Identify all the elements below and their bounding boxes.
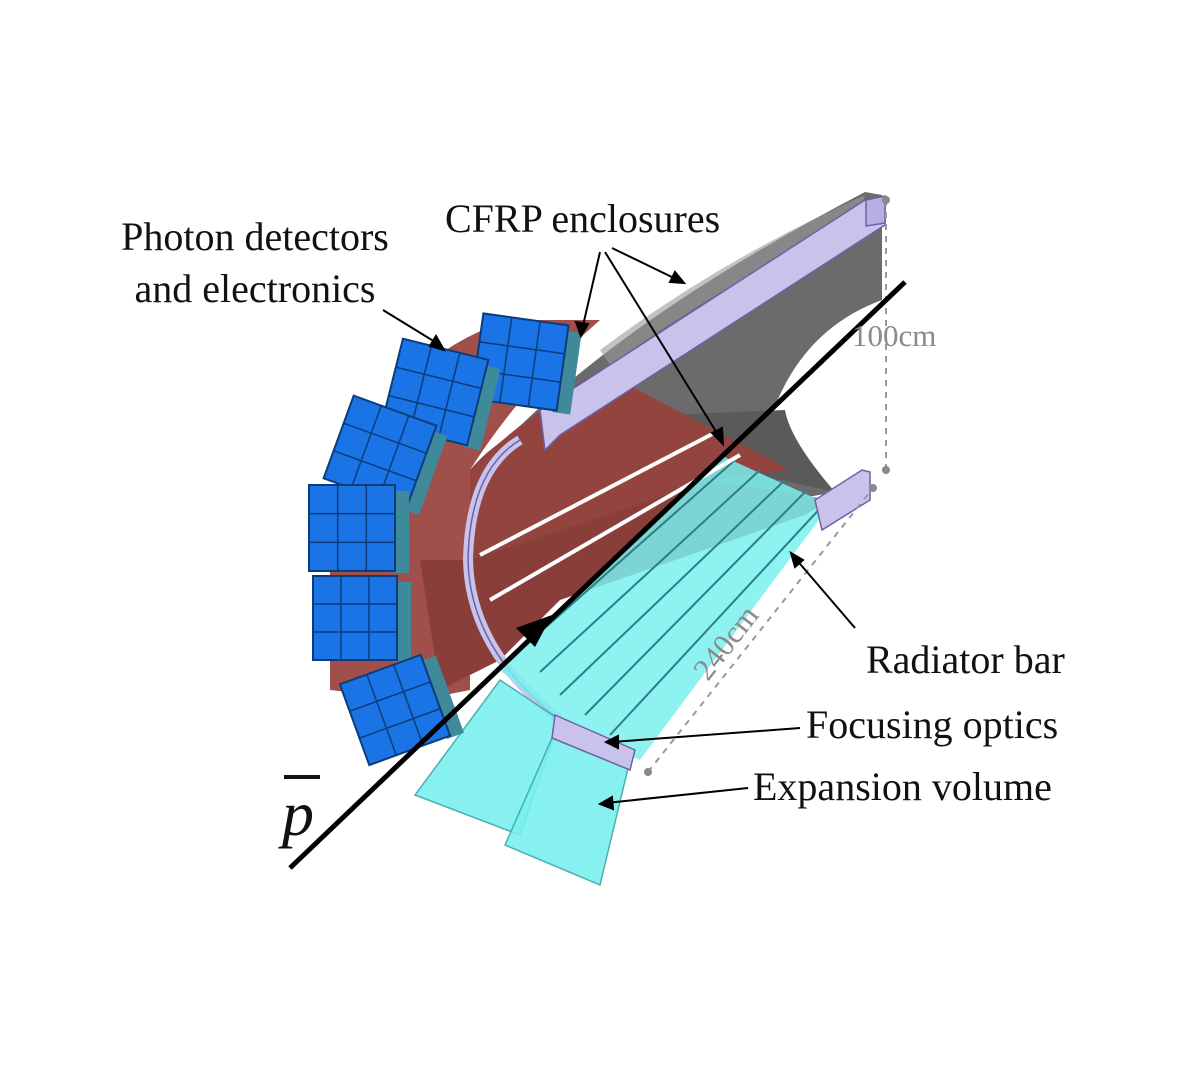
radiator-bar-label: Radiator bar xyxy=(866,637,1065,682)
length-dim-dot-bottom xyxy=(644,768,652,776)
height-dimension-label: 100cm xyxy=(852,318,937,353)
cfrp-shell-highlight xyxy=(600,195,865,365)
particle-arrowhead xyxy=(516,615,552,647)
photon-detectors-label-line1: Photon detectors xyxy=(121,214,389,259)
callout-arrows xyxy=(382,247,856,811)
particle-track xyxy=(288,280,907,870)
length-dimension-line xyxy=(647,487,874,773)
photon-detector-module xyxy=(338,653,464,767)
length-dim-dot-top xyxy=(869,484,877,492)
photon-detector-module xyxy=(312,575,411,662)
height-dim-dot-bottom xyxy=(882,466,890,474)
antiproton-symbol: p xyxy=(282,778,314,849)
radiator-bar-lines xyxy=(519,459,826,736)
expansion-volume-label: Expansion volume xyxy=(753,764,1052,809)
photon-detector-modules xyxy=(308,312,582,767)
height-dim-dot-top xyxy=(882,196,890,204)
radiator-bars-surface xyxy=(500,455,830,760)
cfrp-enclosures-label: CFRP enclosures xyxy=(445,196,721,241)
antiproton-overbar xyxy=(284,775,320,779)
focusing-optics-block xyxy=(551,713,636,772)
photon-detectors-label-line2: and electronics xyxy=(134,266,376,311)
photon-detector-module xyxy=(322,394,448,516)
focusing-optics-label: Focusing optics xyxy=(806,702,1059,747)
cfrp-top-box-end xyxy=(865,195,886,227)
photon-detector-module xyxy=(308,484,409,573)
